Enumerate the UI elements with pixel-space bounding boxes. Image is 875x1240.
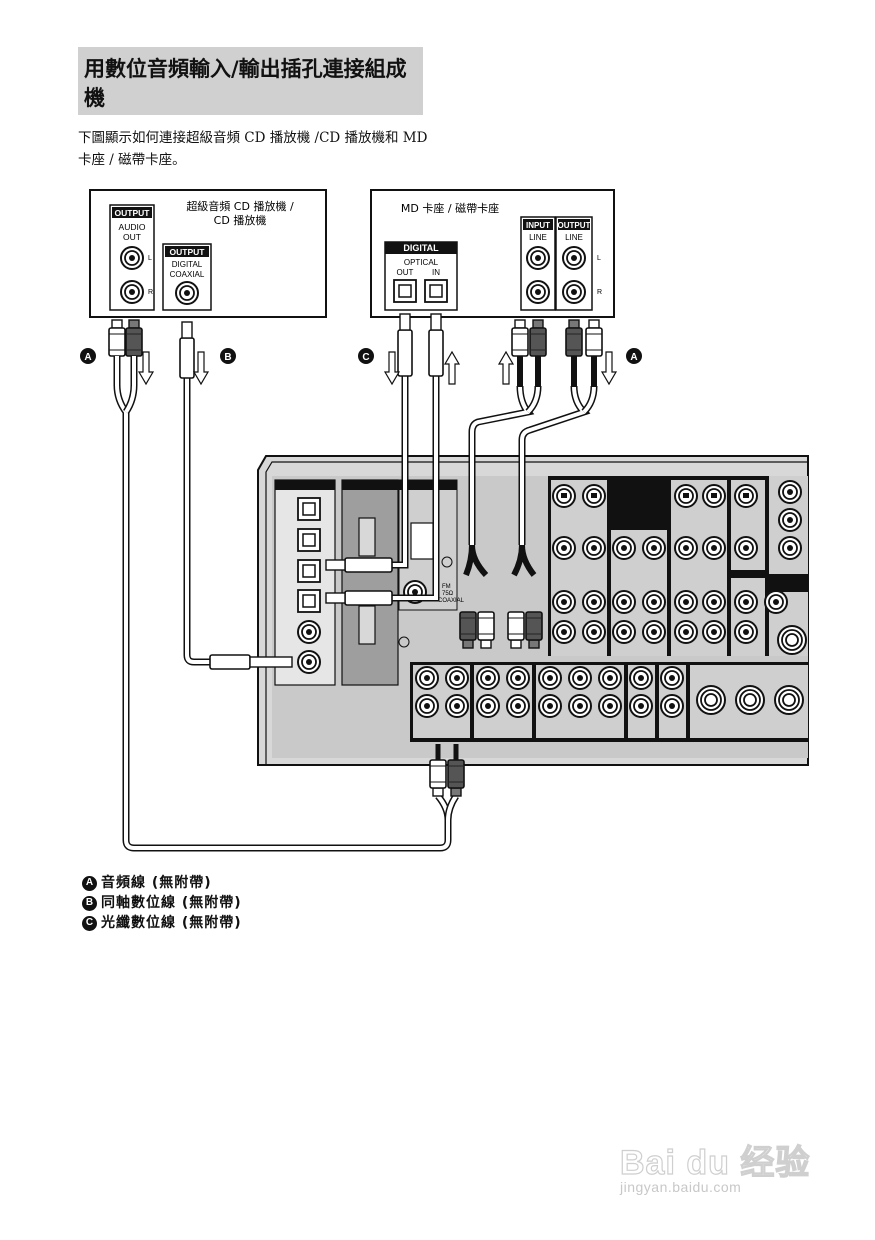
receiver-panel: FM 75Ω COAXIAL — [257, 455, 809, 766]
callout-b: B — [220, 348, 236, 364]
cd-digital-output-tag: OUTPUT — [170, 247, 206, 257]
rcv-md-out-l-jack — [445, 666, 469, 690]
md-ch-l: L — [597, 255, 601, 262]
md-ch-r: R — [597, 289, 602, 296]
svg-text:C: C — [362, 352, 369, 363]
baidu-watermark: Bai du 经验 jingyan.baidu.com — [619, 1135, 820, 1205]
legend-item-coaxial-cable: B 同軸數位線 (無附帶) — [82, 893, 242, 913]
rcv-optical-port-4 — [297, 589, 321, 613]
legend-text-a: 音頻線 (無附帶) — [101, 875, 212, 891]
cable-c-optical — [325, 313, 444, 606]
cable-b-coaxial — [179, 321, 293, 670]
fm-label: FM — [442, 584, 451, 590]
cd-output-tag: OUTPUT — [115, 208, 151, 218]
rcv-cd-in-l-jack — [415, 694, 439, 718]
md-line-in-l-jack — [526, 246, 550, 270]
rcv-md-in-l-jack — [415, 666, 439, 690]
cd-audio-out-r-jack — [120, 280, 144, 304]
cd-audio-out-l-jack — [120, 246, 144, 270]
md-line-out-label: LINE — [565, 233, 583, 242]
rcv-optical-port-1 — [297, 497, 321, 521]
rcv-coaxial-jack-1 — [297, 620, 321, 644]
badge-a: A — [82, 875, 97, 891]
md-line-in-r-jack — [526, 280, 550, 304]
md-line-in-label: LINE — [529, 233, 547, 242]
heading-background — [78, 47, 423, 115]
legend-item-optical-cable: C 光纖數位線 (無附帶) — [82, 913, 242, 933]
rcv-optical-port-3 — [297, 559, 321, 583]
rcv-coaxial-jack-2 — [297, 650, 321, 674]
md-digital-tag: DIGITAL — [403, 243, 439, 253]
md-optical-out-label: OUT — [397, 268, 414, 277]
svg-text:A: A — [84, 352, 91, 363]
md-deck-title: MD 卡座 / 磁帶卡座 — [401, 201, 499, 215]
legend-text-c: 光纖數位線 (無附帶) — [101, 915, 242, 931]
legend-item-audio-cable: A 音頻線 (無附帶) — [82, 873, 242, 893]
callout-c: C — [358, 348, 374, 364]
md-line-out-l-jack — [562, 246, 586, 270]
md-optical-in-port — [424, 279, 448, 303]
cd-player-panel: 超級音頻 CD 播放機 / CD 播放機 OUTPUT AUDIO OUT L … — [89, 189, 327, 318]
signal-arrows — [137, 350, 618, 386]
rcv-optical-port-2 — [297, 528, 321, 552]
cd-ch-l: L — [148, 255, 152, 262]
cable-a-cd-audio — [113, 384, 459, 852]
badge-c: C — [82, 915, 97, 931]
md-output-tag: OUTPUT — [558, 221, 591, 230]
cable-a-plug-l — [108, 319, 126, 357]
watermark-url: jingyan.baidu.com — [620, 1179, 742, 1195]
svg-text:B: B — [224, 352, 231, 363]
cd-digital-label: DIGITAL — [172, 260, 203, 269]
cable-a-plug-r — [125, 319, 143, 357]
cd-ch-r: R — [148, 289, 153, 296]
md-line-out-r-jack — [562, 280, 586, 304]
rcv-cd-in-r-jack — [445, 694, 469, 718]
fm-coaxial-label: COAXIAL — [438, 598, 465, 604]
cd-audio-out-1: AUDIO — [119, 222, 146, 232]
intro-paragraph: 下圖顯示如何連接超級音頻 CD 播放機 /CD 播放機和 MD 卡座 / 磁帶卡… — [78, 130, 428, 168]
cd-audio-out-2: OUT — [123, 232, 141, 242]
md-optical-in-label: IN — [432, 268, 440, 277]
cable-legend: A 音頻線 (無附帶) B 同軸數位線 (無附帶) C 光纖數位線 (無附帶) — [82, 873, 242, 933]
md-optical-out-port — [393, 279, 417, 303]
legend-text-b: 同軸數位線 (無附帶) — [101, 895, 242, 911]
cd-coaxial-jack — [175, 281, 199, 305]
watermark-logo: Bai du 经验 — [619, 1143, 811, 1182]
md-deck-panel: MD 卡座 / 磁帶卡座 DIGITAL OPTICAL OUT IN INPU… — [370, 189, 615, 318]
cd-player-title-2: CD 播放機 — [214, 213, 267, 227]
fm-ohm-label: 75Ω — [442, 591, 454, 597]
cd-coaxial-label: COAXIAL — [170, 270, 205, 279]
md-optical-label: OPTICAL — [404, 258, 439, 267]
cd-player-title-1: 超級音頻 CD 播放機 / — [186, 199, 294, 213]
callout-a-left: A — [80, 348, 96, 364]
md-input-tag: INPUT — [526, 221, 550, 230]
badge-b: B — [82, 895, 97, 911]
page-title: 用數位音頻輸入/輸出插孔連接組成機 — [84, 57, 407, 110]
cable-a-md-audio — [463, 385, 598, 578]
svg-text:A: A — [630, 352, 637, 363]
callout-a-right: A — [626, 348, 642, 364]
